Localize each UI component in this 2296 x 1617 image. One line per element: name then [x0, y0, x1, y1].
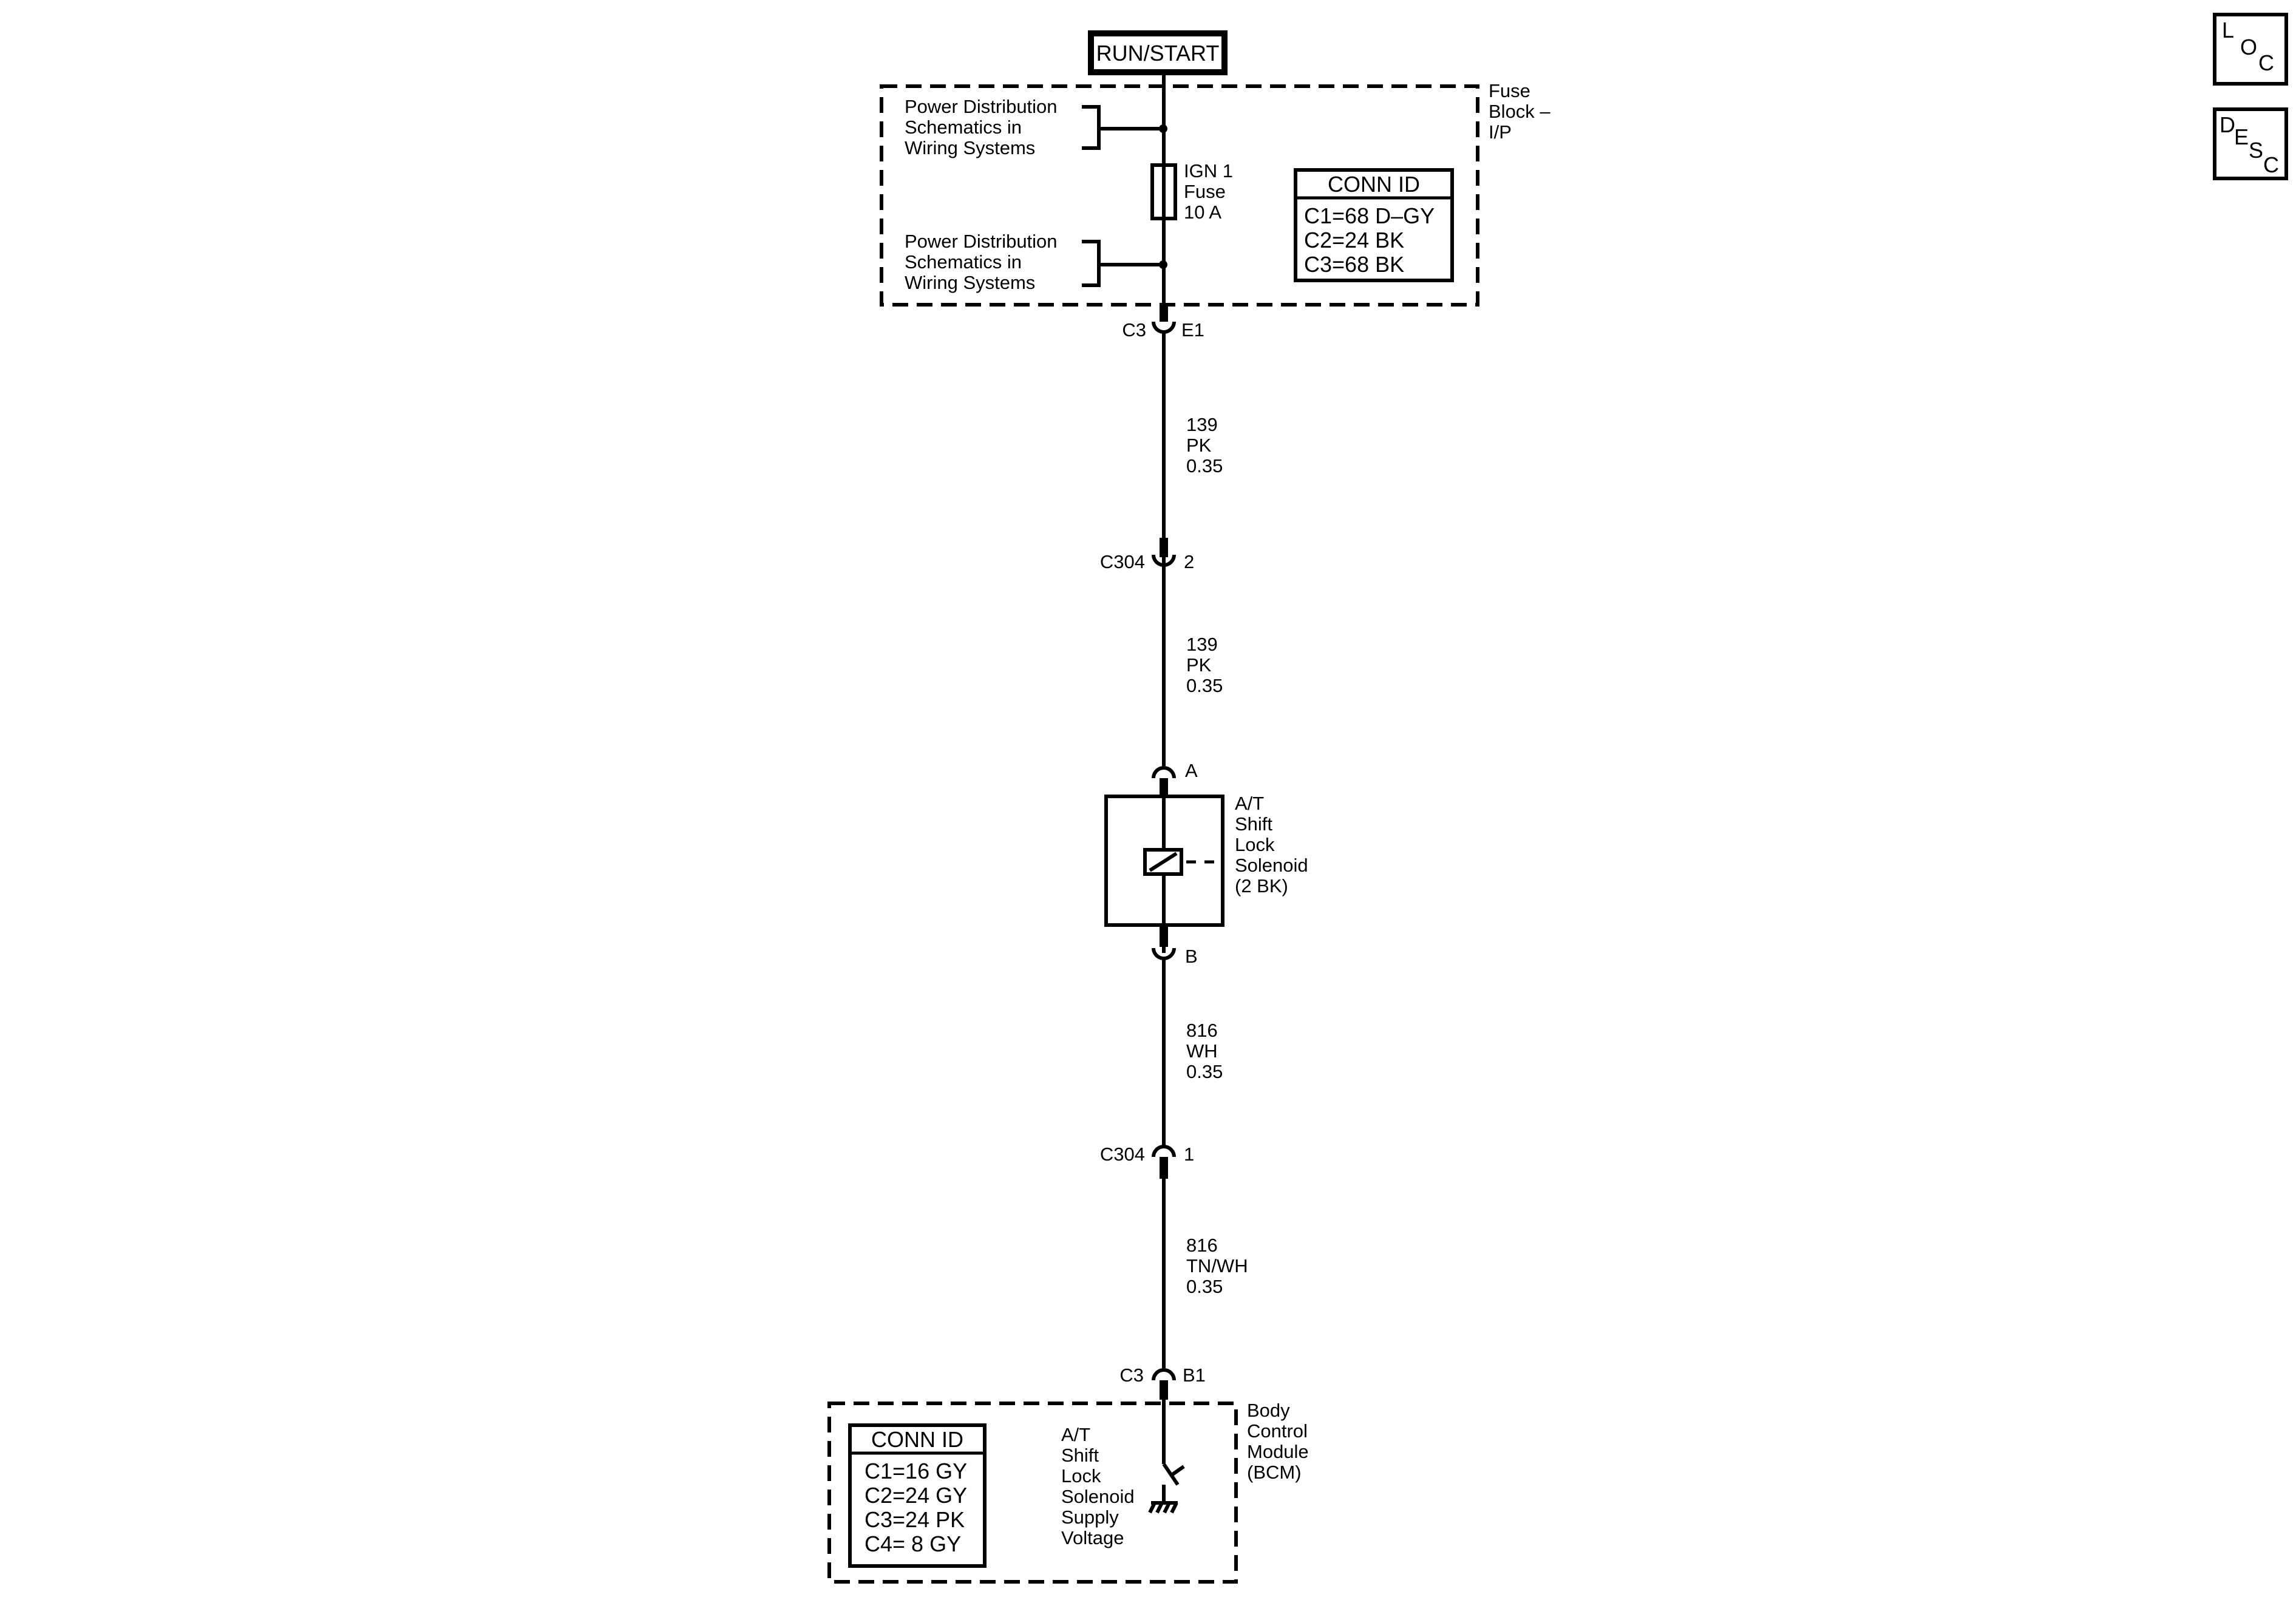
svg-text:E1: E1	[1181, 319, 1204, 341]
connector-c304-pin1: C304 1	[1100, 1144, 1194, 1179]
svg-text:E: E	[2234, 124, 2249, 149]
conn-id-title: CONN ID	[871, 1427, 963, 1452]
svg-text:1: 1	[1184, 1144, 1194, 1165]
svg-text:C3: C3	[1119, 1364, 1144, 1386]
wire-label-816-tn-wh: 816 TN/WH 0.35	[1186, 1235, 1248, 1297]
conn-id-row: C2=24 GY	[864, 1483, 967, 1508]
svg-text:0.35: 0.35	[1186, 455, 1223, 476]
svg-text:A/T: A/T	[1061, 1424, 1090, 1445]
svg-text:Schematics in: Schematics in	[905, 117, 1022, 138]
conn-id-row: C4= 8 GY	[864, 1531, 961, 1556]
svg-text:Supply: Supply	[1061, 1507, 1119, 1528]
bcm-conn-id-table: CONN ID C1=16 GY C2=24 GY C3=24 PK C4= 8…	[848, 1423, 987, 1568]
svg-text:Lock: Lock	[1061, 1465, 1101, 1486]
svg-text:B: B	[1185, 946, 1198, 967]
svg-text:Power Distribution: Power Distribution	[905, 231, 1058, 252]
bcm-outline	[827, 1402, 1238, 1584]
conn-id-row: C1=16 GY	[864, 1459, 967, 1483]
ign1-fuse: IGN 1 Fuse 10 A	[1150, 160, 1233, 223]
svg-text:Solenoid: Solenoid	[1061, 1486, 1135, 1507]
svg-text:816: 816	[1186, 1235, 1218, 1256]
connector-c3-e1: C3 E1	[1122, 303, 1204, 341]
connector-solenoid-a: A	[1152, 760, 1198, 781]
connector-solenoid-b: B	[1152, 926, 1198, 967]
svg-text:PK: PK	[1186, 654, 1212, 676]
wire-label-139-pk-upper: 139 PK 0.35	[1186, 414, 1223, 476]
shift-lock-solenoid: A/T Shift Lock Solenoid (2 BK)	[1104, 778, 1308, 927]
svg-text:O: O	[2240, 35, 2257, 59]
svg-text:0.35: 0.35	[1186, 1276, 1223, 1297]
svg-text:A/T: A/T	[1235, 793, 1264, 814]
svg-text:0.35: 0.35	[1186, 675, 1223, 696]
svg-text:Schematics in: Schematics in	[905, 251, 1022, 273]
conn-id-row: C1=68 D–GY	[1304, 203, 1435, 228]
connector-c3-b1: C3 B1	[1119, 1364, 1206, 1400]
svg-text:C: C	[2258, 50, 2274, 75]
svg-text:(2 BK): (2 BK)	[1235, 875, 1288, 897]
fuse-block-conn-id-table: CONN ID C1=68 D–GY C2=24 BK C3=68 BK	[1294, 168, 1454, 282]
bcm-signal-label: A/T Shift Lock Solenoid Supply Voltage	[1061, 1424, 1135, 1548]
bcm-label: Body Control Module (BCM)	[1247, 1400, 1309, 1483]
svg-text:139: 139	[1186, 634, 1218, 655]
svg-text:Solenoid: Solenoid	[1235, 855, 1308, 876]
svg-text:TN/WH: TN/WH	[1186, 1255, 1248, 1276]
svg-text:Block –: Block –	[1489, 101, 1550, 122]
power-source-box: RUN/START	[1088, 30, 1228, 75]
fuse-block-outline	[880, 84, 1479, 307]
svg-text:WH: WH	[1186, 1040, 1218, 1062]
svg-text:C304: C304	[1100, 1144, 1145, 1165]
power-distribution-ref-top[interactable]: Power Distribution Schematics in Wiring …	[905, 96, 1167, 158]
svg-text:816: 816	[1186, 1020, 1218, 1041]
conn-id-row: C3=68 BK	[1304, 252, 1404, 277]
svg-text:Module: Module	[1247, 1441, 1309, 1462]
bcm-switch-to-ground	[1148, 1400, 1185, 1514]
svg-text:C304: C304	[1100, 551, 1145, 572]
svg-text:A: A	[1185, 760, 1198, 781]
loc-button[interactable]: L O C	[2213, 13, 2288, 86]
desc-button[interactable]: D E S C	[2213, 107, 2288, 180]
svg-text:Wiring Systems: Wiring Systems	[905, 272, 1035, 293]
svg-text:(BCM): (BCM)	[1247, 1462, 1302, 1483]
connector-c304-pin2: C304 2	[1100, 538, 1194, 572]
svg-text:Voltage: Voltage	[1061, 1527, 1124, 1548]
svg-text:IGN 1: IGN 1	[1184, 160, 1233, 181]
svg-text:Shift: Shift	[1061, 1445, 1099, 1466]
power-distribution-ref-bottom[interactable]: Power Distribution Schematics in Wiring …	[905, 231, 1167, 293]
svg-text:Lock: Lock	[1235, 834, 1275, 855]
fuse-block-label: Fuse Block – I/P	[1489, 80, 1550, 143]
svg-text:Body: Body	[1247, 1400, 1290, 1421]
svg-text:Fuse: Fuse	[1184, 181, 1226, 202]
svg-text:Shift: Shift	[1235, 813, 1272, 835]
svg-text:PK: PK	[1186, 435, 1212, 456]
svg-text:Fuse: Fuse	[1489, 80, 1530, 101]
conn-id-title: CONN ID	[1328, 172, 1420, 197]
svg-text:S: S	[2249, 138, 2263, 163]
wire-label-139-pk-lower: 139 PK 0.35	[1186, 634, 1223, 696]
svg-text:10 A: 10 A	[1184, 202, 1221, 223]
conn-id-row: C2=24 BK	[1304, 228, 1404, 253]
svg-text:B1: B1	[1183, 1364, 1206, 1386]
svg-text:D: D	[2220, 112, 2235, 137]
svg-text:I/P: I/P	[1489, 121, 1512, 143]
svg-text:C: C	[2263, 152, 2279, 177]
svg-text:Power Distribution: Power Distribution	[905, 96, 1058, 117]
svg-text:C3: C3	[1122, 319, 1146, 341]
svg-text:L: L	[2222, 18, 2234, 42]
svg-text:139: 139	[1186, 414, 1218, 435]
power-source-label: RUN/START	[1096, 41, 1220, 66]
svg-text:2: 2	[1184, 551, 1194, 572]
svg-text:Wiring Systems: Wiring Systems	[905, 137, 1035, 158]
svg-text:0.35: 0.35	[1186, 1061, 1223, 1082]
svg-text:Control: Control	[1247, 1420, 1308, 1442]
conn-id-row: C3=24 PK	[864, 1507, 965, 1532]
wire-label-816-wh: 816 WH 0.35	[1186, 1020, 1223, 1082]
